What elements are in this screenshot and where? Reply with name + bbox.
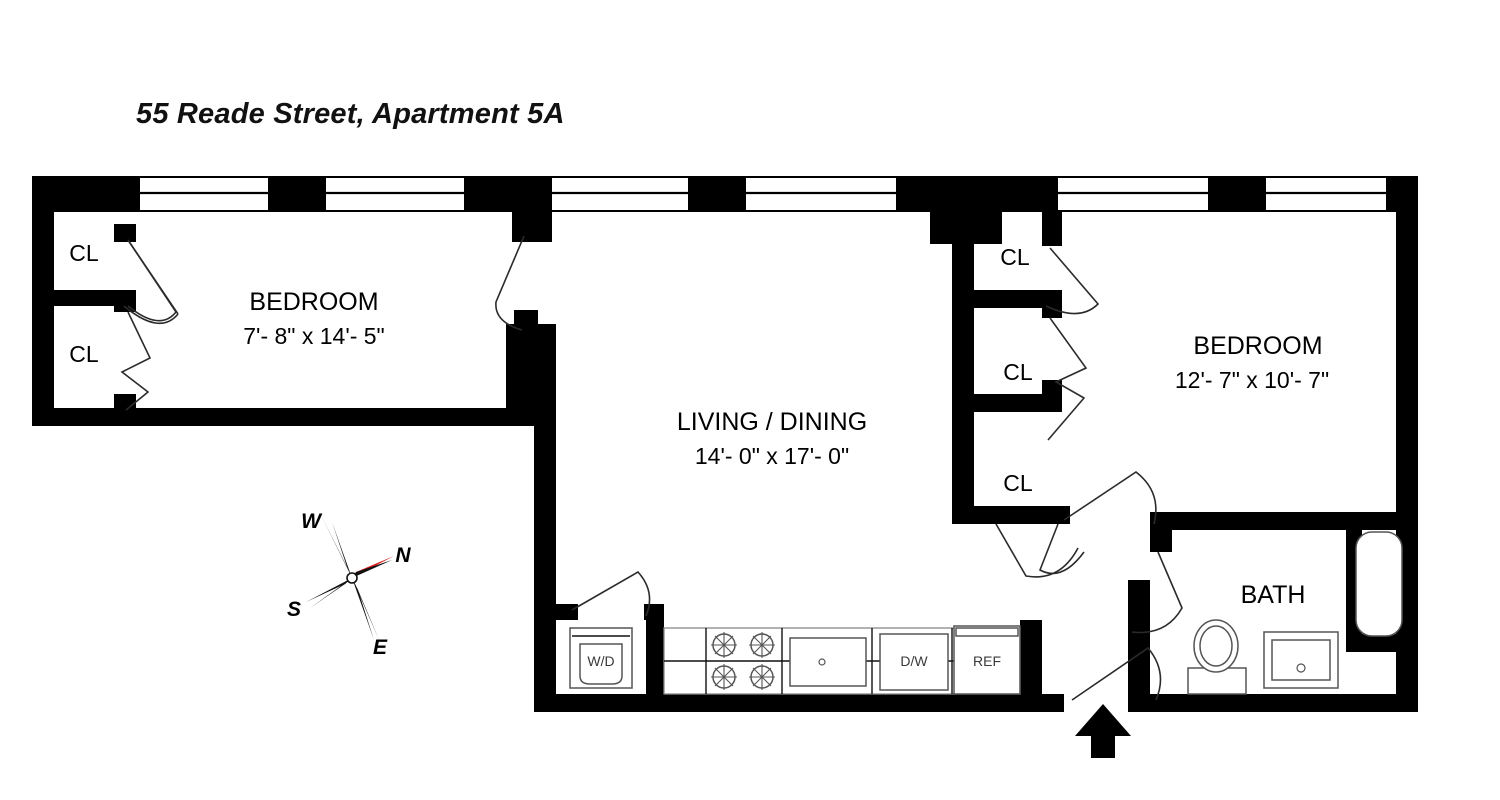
refrigerator: REF xyxy=(953,625,1021,695)
wall-bath-left xyxy=(1128,580,1150,712)
wall-group xyxy=(32,176,1418,712)
closet-label-right-upper: CL xyxy=(1000,244,1030,270)
door-bath xyxy=(1131,551,1183,634)
compass-point-e-light xyxy=(352,578,374,640)
wall-pier-3b xyxy=(512,176,552,242)
wall-pier-6 xyxy=(1208,176,1266,212)
wall-closet-right-bottom xyxy=(952,506,1070,524)
sink-basin xyxy=(789,637,867,687)
page-title: 55 Reade Street, Apartment 5A xyxy=(136,98,565,130)
compass-label-north: N xyxy=(395,544,411,567)
range-burners xyxy=(711,632,775,690)
wall-bedroom-left-door-jamb xyxy=(514,310,538,332)
room-label-living-dims: 14'- 0" x 17'- 0" xyxy=(695,443,849,469)
wd-label: W/D xyxy=(587,653,614,669)
wall-closet-right-jamb-1 xyxy=(1042,212,1062,246)
wall-wd-right xyxy=(644,604,664,694)
sink-drain xyxy=(818,658,826,666)
bath-vanity xyxy=(1263,631,1339,689)
kitchen-group: D/W REF W/D xyxy=(556,620,1021,695)
door-bedroom-right xyxy=(1063,471,1157,525)
room-label-bedroom-left-dims: 7'- 8" x 14'- 5" xyxy=(243,323,384,349)
window-group xyxy=(140,178,1386,210)
compass-point-w-dark xyxy=(321,515,352,578)
compass-point-w-light xyxy=(332,522,352,578)
closet-label-group: CL CL CL CL CL xyxy=(69,240,1033,496)
wall-pier-4 xyxy=(688,176,746,212)
kitchen-sink xyxy=(789,637,867,687)
vanity-basin xyxy=(1271,639,1331,681)
wall-closet-left-jamb-bottom xyxy=(114,394,136,412)
compass-point-s-dark xyxy=(306,578,352,602)
washer-dryer: W/D xyxy=(556,620,646,694)
wall-closet-right-jamb-2 xyxy=(1042,290,1062,318)
wall-bottom-right xyxy=(1128,694,1418,712)
door-closet-right-upper xyxy=(1045,247,1100,315)
wall-closet-left-jamb-top xyxy=(114,224,136,242)
room-label-bedroom-right-dims: 12'- 7" x 10'- 7" xyxy=(1175,367,1329,393)
door-closet-right-lower xyxy=(1038,523,1085,575)
door-arc-closet-right-lower xyxy=(995,523,1079,578)
wall-closets-right-spine xyxy=(952,212,974,524)
compass-rose: W N S E xyxy=(287,510,411,659)
closet-label-right-middle: CL xyxy=(1003,359,1033,385)
room-label-bedroom-right-name: BEDROOM xyxy=(1193,332,1322,360)
door-swing-group xyxy=(120,235,1183,701)
compass-label-south: S xyxy=(287,598,301,621)
door-leaf-closet-left-upper xyxy=(127,239,179,315)
refrigerator-top xyxy=(955,627,1019,637)
bath-fixtures-group xyxy=(1187,530,1403,695)
dishwasher-label: D/W xyxy=(900,653,928,669)
wall-bedroom-left-bottom xyxy=(32,408,552,426)
wd-drum xyxy=(579,643,623,685)
wall-closet-right-jamb-3 xyxy=(1042,380,1062,412)
toilet-seat xyxy=(1199,625,1233,667)
refrigerator-label: REF xyxy=(973,653,1001,669)
refrigerator-body xyxy=(953,625,1021,695)
wall-bath-top-jamb xyxy=(1150,512,1172,552)
wall-pier-2 xyxy=(268,176,326,212)
door-arc-closet-left-upper xyxy=(123,305,179,325)
room-label-group: BEDROOM 7'- 8" x 14'- 5" LIVING / DINING… xyxy=(243,288,1329,609)
compass-point-s-light xyxy=(310,578,352,608)
compass-point-n-dark xyxy=(352,560,392,578)
vanity-drain xyxy=(1296,663,1306,673)
door-bedroom-left xyxy=(495,235,525,331)
wall-closet-right-div-1 xyxy=(952,290,1058,308)
wall-tub-alcove-bottom xyxy=(1346,632,1418,652)
wall-living-left-top xyxy=(506,324,556,426)
wall-closet-right-jamb-4 xyxy=(1042,506,1070,524)
wall-bath-top xyxy=(1150,512,1418,530)
closet-label-left-lower: CL xyxy=(69,341,99,367)
compass-label-east: E xyxy=(373,636,388,659)
wall-closet-left-jamb-mid xyxy=(114,290,136,312)
dishwasher-body xyxy=(879,633,949,691)
wall-kitchen-right xyxy=(1020,620,1042,696)
door-entry xyxy=(1071,646,1162,701)
door-wd-closet xyxy=(571,570,651,617)
room-label-bedroom-left-name: BEDROOM xyxy=(249,288,378,316)
compass-center xyxy=(346,572,358,584)
compass-label-west: W xyxy=(301,510,323,533)
dishwasher: D/W xyxy=(879,633,949,691)
room-label-living-name: LIVING / DINING xyxy=(677,408,867,436)
closet-label-right-lower: CL xyxy=(1003,470,1033,496)
door-closet-left-lower-bifold xyxy=(120,311,152,411)
toilet xyxy=(1187,619,1247,695)
door-closet-right-middle-bifold xyxy=(1047,317,1088,441)
wall-closet-right-div-2 xyxy=(952,394,1058,412)
wall-closet-left-divider xyxy=(32,290,130,306)
room-label-bath: BATH xyxy=(1241,581,1306,609)
entry-arrow xyxy=(1075,704,1131,758)
wall-wd-left-jamb xyxy=(556,604,578,622)
bathtub xyxy=(1355,530,1403,637)
wall-bottom-kitchen xyxy=(534,694,1064,712)
closet-label-left-upper: CL xyxy=(69,240,99,266)
entry-arrow-group xyxy=(1075,704,1131,758)
tub-body xyxy=(1355,531,1403,637)
